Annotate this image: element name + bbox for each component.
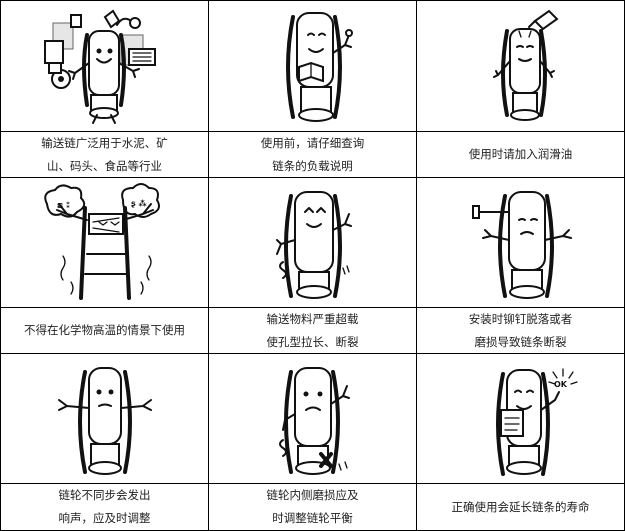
svg-text:ຣ ⁑: ຣ ⁑ [57, 200, 70, 210]
panel-7-caption-line-2: 响声，应及时调整 [58, 511, 151, 525]
panel-6-caption-line-1: 安装时铆钉脱落或者 [468, 311, 573, 326]
grid-divider-col-2 [416, 0, 417, 531]
panel-7-illustration [1, 354, 208, 483]
panel-6-illustration [417, 178, 624, 307]
panel-1-illustration [1, 1, 208, 131]
grid-divider-row-3-img [0, 483, 625, 484]
panel-9-caption: 正确使用会延长链条的寿命 [417, 484, 624, 530]
panel-8-illustration [209, 354, 416, 483]
panel-5-caption-line-1: 输送物料严重超载 [266, 311, 359, 326]
chain-sprocket-wear-icon [279, 367, 350, 475]
grid-divider-row-1-cap [0, 177, 625, 178]
panel-9-caption-line-1: 正确使用会延长链条的寿命 [451, 499, 590, 514]
panel-4-caption: 不得在化学物高温的情景下使用 [1, 308, 208, 353]
chain-in-chemical-heat-icon: ຣ ⁑ ʂ ⁂ [44, 183, 160, 300]
grid-border-top [0, 0, 625, 1]
panel-6-caption: 安装时铆钉脱落或者 磨损导致链条断裂 [417, 308, 624, 353]
chain-with-industrial-goods-icon [44, 9, 156, 124]
panel-5-caption: 输送物料严重超载 使孔型拉长、断裂 [209, 308, 416, 353]
chain-ok-long-life-icon: OK [496, 368, 578, 476]
panel-1-caption-line-2: 山、码头、食品等行业 [47, 158, 162, 173]
panel-4-caption-line-1: 不得在化学物高温的情景下使用 [24, 323, 185, 337]
panel-7-caption: 链轮不同步会发出 响声，应及时调整 [1, 484, 208, 530]
panel-5-illustration [209, 178, 416, 307]
panel-7-caption-line-1: 链轮不同步会发出 [58, 488, 151, 502]
chain-sprocket-noise-icon [58, 367, 152, 475]
panel-8-caption-line-2: 时调整链轮平衡 [272, 511, 353, 525]
panel-2-caption-line-2: 链条的负载说明 [272, 158, 353, 173]
panel-3-caption: 使用时请加入润滑油 [417, 132, 624, 177]
svg-text:ʂ ⁂: ʂ ⁂ [131, 198, 148, 208]
grid-divider-row-2-img [0, 307, 625, 308]
panel-6-caption-line-2: 磨损导致链条断裂 [474, 334, 567, 349]
panel-8-caption-line-1: 链轮内侧磨损应及 [266, 488, 359, 502]
chain-rivet-falling-icon [472, 191, 572, 299]
panel-5-caption-line-2: 使孔型拉长、断裂 [266, 334, 359, 349]
grid-border-left [0, 0, 1, 531]
panel-2-caption: 使用前，请仔细查询 链条的负载说明 [209, 132, 416, 177]
panel-3-illustration [417, 1, 624, 131]
panel-2-caption-line-1: 使用前，请仔细查询 [260, 135, 365, 150]
chain-oiling-icon [493, 9, 559, 121]
panel-3-caption-line-1: 使用时请加入润滑油 [468, 147, 573, 161]
chain-overloaded-icon [276, 191, 352, 299]
grid-divider-col-1 [208, 0, 209, 531]
chain-reading-manual-icon [286, 12, 353, 122]
panel-9-illustration: OK [417, 354, 624, 483]
ok-label: OK [554, 380, 568, 389]
panel-4-illustration: ຣ ⁑ ʂ ⁂ [1, 178, 208, 307]
panel-2-illustration [209, 1, 416, 131]
panel-8-caption: 链轮内侧磨损应及 时调整链轮平衡 [209, 484, 416, 530]
grid-divider-row-1-img [0, 131, 625, 132]
panel-1-caption-line-1: 输送链广泛用于水泥、矿 [41, 135, 168, 150]
panel-1-caption: 输送链广泛用于水泥、矿 山、码头、食品等行业 [1, 132, 208, 177]
grid-divider-row-2-cap [0, 353, 625, 354]
